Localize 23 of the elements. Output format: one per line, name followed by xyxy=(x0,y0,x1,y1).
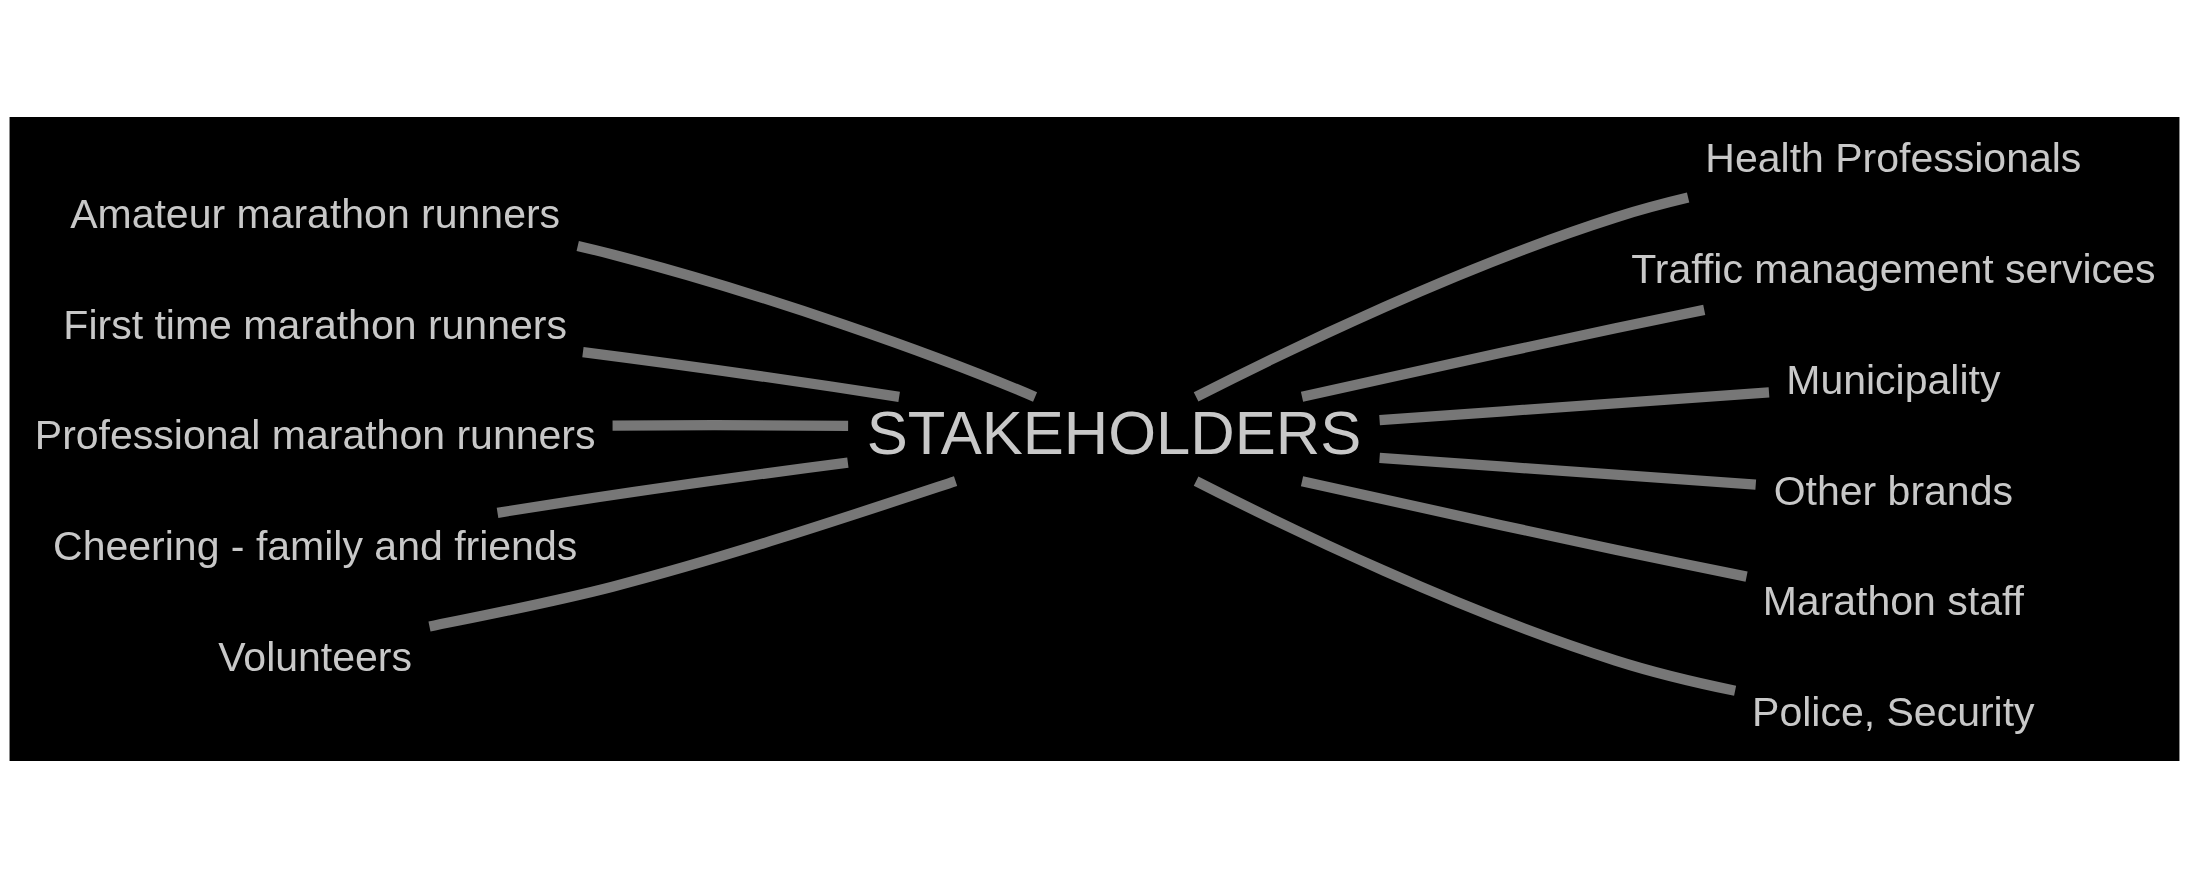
node-text: Traffic management services xyxy=(1631,246,2156,293)
node-text: Marathon staff xyxy=(1762,578,2025,625)
connector xyxy=(428,476,958,632)
connector xyxy=(496,457,849,518)
connector xyxy=(576,240,1038,402)
connector xyxy=(1379,387,1770,426)
node-text: Professional marathon runners xyxy=(34,412,596,459)
connector xyxy=(612,420,849,431)
connector xyxy=(1193,476,1737,696)
node-text: Cheering - family and friends xyxy=(53,523,578,570)
connector xyxy=(1300,304,1706,402)
node-text: Amateur marathon runners xyxy=(70,190,561,237)
connector xyxy=(1300,476,1748,582)
connector xyxy=(582,347,900,402)
node-text: Other brands xyxy=(1773,467,2013,514)
node-text: Volunteers xyxy=(218,633,413,680)
connector xyxy=(1379,452,1757,490)
node-text: Health Professionals xyxy=(1705,135,2082,182)
node-text: STAKEHOLDERS xyxy=(866,398,1362,468)
node-text: Municipality xyxy=(1786,356,2001,403)
connector xyxy=(1193,192,1690,402)
node-text: Police, Security xyxy=(1752,689,2035,736)
node-text: First time marathon runners xyxy=(63,301,567,348)
